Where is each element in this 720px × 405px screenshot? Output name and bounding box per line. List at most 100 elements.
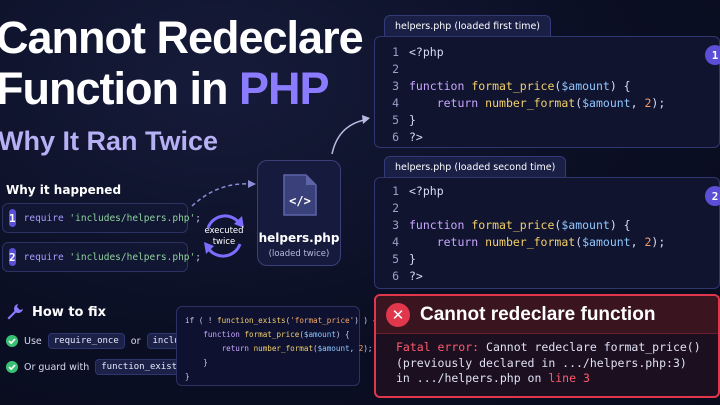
- line-number: 5: [392, 251, 399, 266]
- require-semicolon: ;: [195, 212, 201, 224]
- tab-helpers-first[interactable]: helpers.php (loaded first time): [384, 15, 552, 37]
- fix-heading: How to fix: [32, 304, 107, 320]
- code-token: (: [313, 344, 318, 353]
- code-token: (: [554, 217, 562, 232]
- code-token: );: [651, 95, 666, 110]
- code-token: return: [409, 234, 486, 249]
- step-number-2: 2: [9, 248, 16, 266]
- require-line-2: 2 require 'includes/helpers.php';: [2, 242, 201, 272]
- code-token: number_format: [485, 95, 576, 110]
- guard-code-line-5: }: [185, 372, 190, 381]
- code-text: ?>: [409, 129, 423, 144]
- code-text: }: [409, 251, 416, 266]
- guard-code-block: if ( ! function_exists('format_price') )…: [176, 306, 377, 386]
- fatal-error-label: Fatal error:: [396, 340, 480, 354]
- error-header: ✕ Cannot redeclare function: [376, 296, 718, 334]
- code-token: 2: [644, 234, 652, 249]
- line-number: 1: [392, 44, 399, 59]
- x-circle-icon: ✕: [386, 302, 410, 327]
- code-token: ) {: [609, 217, 631, 232]
- subtitle: Why It Ran Twice: [0, 126, 219, 156]
- title-line-2-prefix: Function in: [0, 63, 239, 114]
- cycle-arrows-icon: [204, 214, 244, 258]
- code-token: ,: [349, 344, 359, 353]
- code-line: 4 return number_format($amount, 2);: [375, 233, 665, 250]
- code-token: $amount: [317, 344, 350, 353]
- code-token: function: [409, 78, 472, 93]
- fix-option-2: Or guard with function_exists(): [6, 359, 200, 375]
- code-token: );: [651, 234, 666, 249]
- tab-helpers-second[interactable]: helpers.php (loaded second time): [384, 156, 567, 178]
- code-token: format_price: [471, 78, 555, 93]
- code-token: );: [363, 344, 373, 353]
- title-line-2: Function in PHP: [0, 63, 330, 115]
- code-token: ,: [630, 234, 645, 249]
- executed-twice-label: executed twice: [196, 226, 252, 248]
- file-subtitle: (loaded twice): [268, 249, 330, 259]
- fix-option-1-prefix: Use: [24, 335, 42, 347]
- code-token: format_price: [471, 217, 555, 232]
- panel-badge-2: 2: [705, 186, 720, 206]
- twice-label: twice: [212, 237, 236, 247]
- code-token: $amount: [582, 95, 631, 110]
- code-token: (: [575, 95, 583, 110]
- line-number: 2: [392, 200, 399, 215]
- error-line-1: Fatal error: Cannot redeclare format_pri…: [396, 340, 701, 356]
- code-line: 6 ?>: [375, 267, 423, 284]
- require-line-1: 1 require 'includes/helpers.php';: [2, 203, 201, 233]
- code-token: (: [299, 330, 304, 339]
- line-number: 4: [392, 234, 399, 249]
- guard-code-line-1: if ( ! function_exists('format_price') )…: [185, 314, 377, 328]
- require-keyword: require: [23, 212, 64, 224]
- code-text: function format_price($amount) {: [405, 79, 631, 93]
- line-number: 2: [392, 61, 399, 76]
- code-token: (: [554, 78, 562, 93]
- error-text: in .../helpers.php on: [396, 371, 549, 385]
- code-line: 5}: [375, 111, 416, 128]
- require-path: 'includes/helpers.php': [69, 212, 196, 224]
- code-token: $amount: [582, 234, 631, 249]
- code-line: 2: [375, 199, 405, 216]
- fix-heading-row: How to fix: [6, 303, 106, 321]
- code-token: number_format: [253, 344, 314, 353]
- code-text: }: [409, 112, 416, 127]
- code-text: return number_format($amount, 2);: [405, 95, 666, 110]
- line-number: 6: [392, 129, 399, 144]
- error-panel: ✕ Cannot redeclare function Fatal error:…: [374, 294, 720, 398]
- line-number: 6: [392, 268, 399, 283]
- code-text: <?php: [409, 183, 444, 198]
- line-number: 5: [392, 112, 399, 127]
- require-semicolon: ;: [195, 251, 201, 263]
- code-token: function_exists: [217, 316, 286, 325]
- code-token: return: [409, 95, 486, 110]
- code-text: <?php: [409, 44, 444, 59]
- code-token: $amount: [561, 217, 610, 232]
- error-line-ref: line 3: [548, 371, 590, 385]
- code-token: ,: [630, 95, 645, 110]
- error-text: Cannot redeclare format_price(): [479, 340, 701, 354]
- code-token: $amount: [303, 330, 336, 339]
- file-code-icon: </>: [283, 174, 317, 216]
- code-line: 5}: [375, 250, 416, 267]
- code-token: function: [185, 330, 245, 339]
- require-once-pill: require_once: [47, 333, 125, 349]
- dashed-arrow-icon: [191, 180, 256, 207]
- line-number: 4: [392, 95, 399, 110]
- code-token: (: [575, 234, 583, 249]
- require-code-2: require 'includes/helpers.php';: [24, 252, 201, 263]
- file-name: helpers.php: [258, 231, 340, 245]
- code-token: 2: [644, 95, 652, 110]
- why-heading: Why it happened: [6, 183, 122, 197]
- require-keyword: require: [23, 251, 64, 263]
- code-token: return: [185, 344, 254, 353]
- wrench-icon: [7, 304, 23, 320]
- check-circle-icon: [6, 335, 18, 347]
- step-number-1: 1: [9, 209, 16, 227]
- title-php-highlight: PHP: [238, 63, 330, 114]
- code-text: ?>: [409, 268, 423, 283]
- executed-label: executed: [204, 226, 244, 236]
- line-number: 3: [392, 217, 399, 232]
- curved-arrow-icon: [331, 115, 370, 155]
